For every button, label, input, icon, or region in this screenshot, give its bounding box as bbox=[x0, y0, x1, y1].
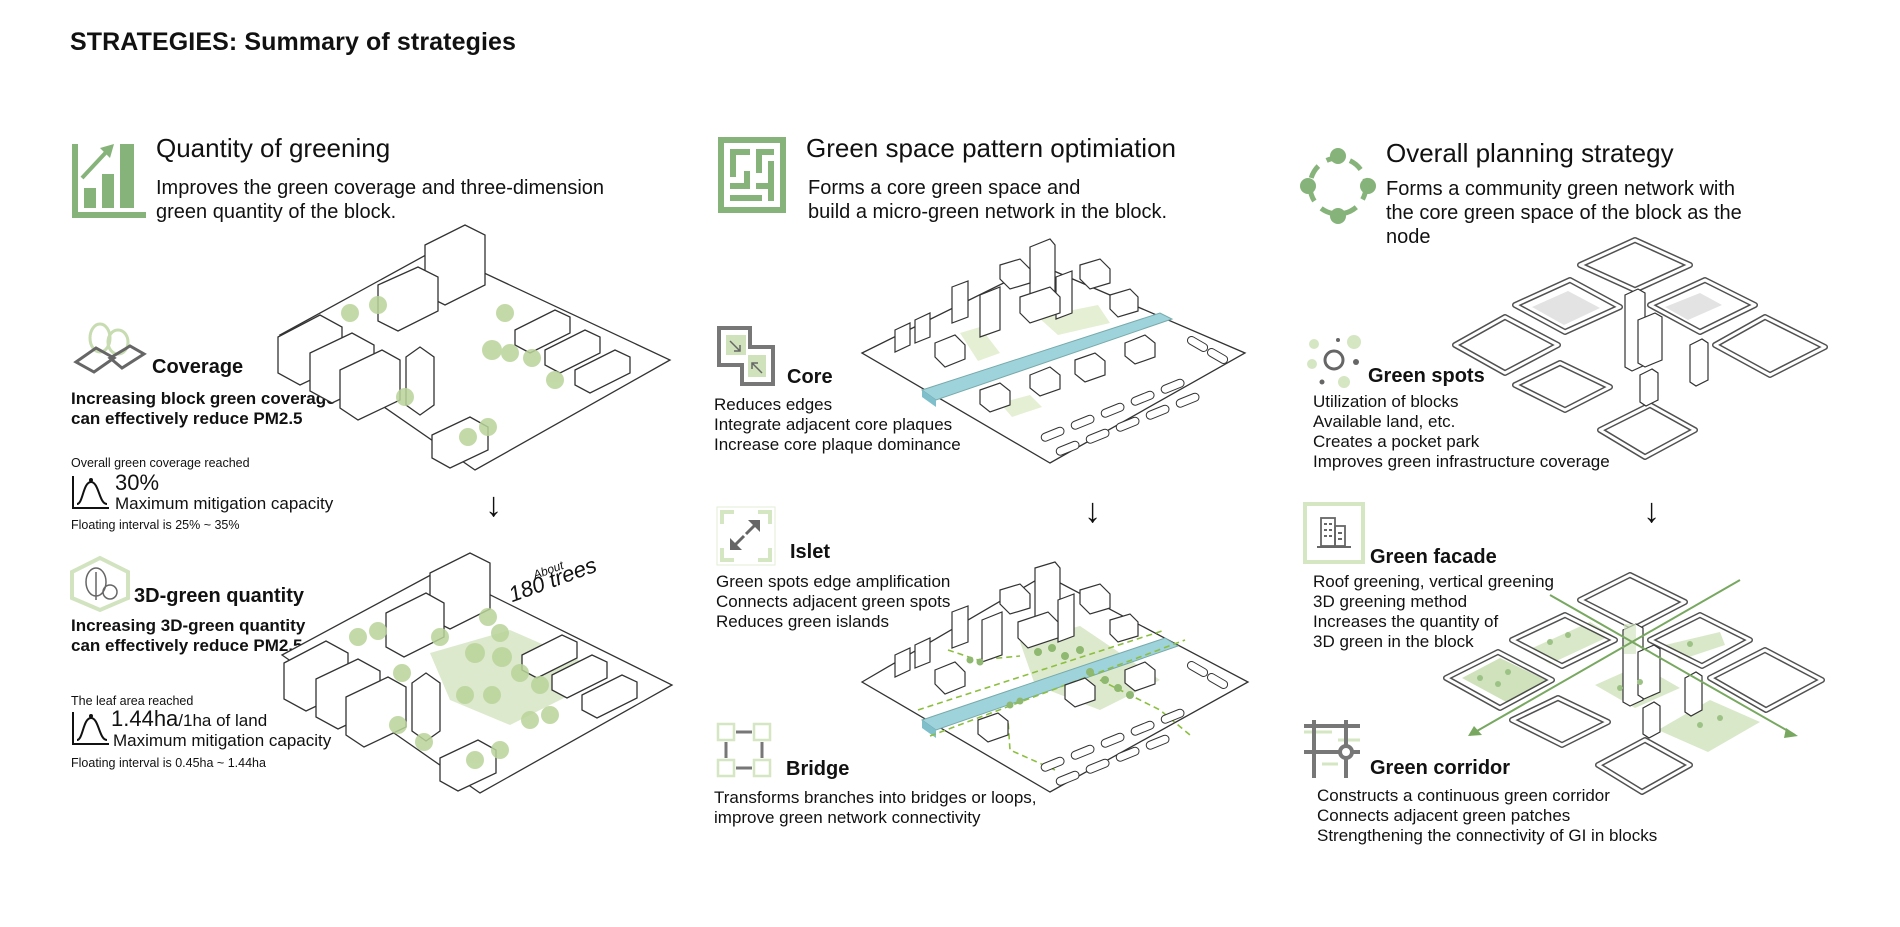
item-description: Transforms branches into bridges or loop… bbox=[714, 788, 1037, 828]
description-line: Roof greening, vertical greening bbox=[1313, 572, 1554, 591]
description-line: Transforms branches into bridges or loop… bbox=[714, 788, 1037, 807]
description-line: Integrate adjacent core plaques bbox=[714, 415, 953, 434]
section-title: Quantity of greening bbox=[156, 133, 391, 163]
expand-arrows-icon bbox=[716, 506, 776, 566]
loop-squares-icon bbox=[716, 722, 772, 778]
bell-curve-icon bbox=[72, 476, 109, 509]
item-title: Green corridor bbox=[1370, 757, 1511, 779]
bold-line: can effectively reduce PM2.5 bbox=[71, 636, 303, 655]
core-block-illustration bbox=[860, 238, 1247, 464]
metric-value: 1.44ha bbox=[111, 706, 179, 731]
item-title: Coverage bbox=[152, 356, 244, 378]
description-line: Green spots edge amplification bbox=[716, 572, 951, 591]
item-description: Roof greening, vertical greening 3D gree… bbox=[1313, 572, 1554, 652]
bold-line: can effectively reduce PM2.5 bbox=[71, 409, 303, 428]
description-line: build a micro-green network in the block… bbox=[808, 201, 1168, 223]
network-ring-icon bbox=[1300, 148, 1376, 224]
bold-line: Increasing 3D-green quantity bbox=[71, 616, 306, 635]
interval-text: Floating interval is 25% ~ 35% bbox=[71, 518, 240, 532]
item-bold-text: Increasing 3D-green quantity can effecti… bbox=[71, 616, 305, 656]
item-description: Green spots edge amplification Connects … bbox=[716, 572, 950, 632]
description-line: Strengthening the connectivity of GI in … bbox=[1317, 826, 1658, 845]
description-line: node bbox=[1386, 226, 1431, 248]
corridor-junction-icon bbox=[1304, 720, 1360, 778]
coverage-block-illustration bbox=[277, 224, 672, 471]
description-line: Forms a core green space and bbox=[808, 177, 1081, 199]
description-line: Increases the quantity of bbox=[1313, 612, 1499, 631]
trees-on-plots-icon bbox=[73, 322, 147, 374]
description-line: Increase core plaque dominance bbox=[714, 435, 961, 454]
description-line: green quantity of the block. bbox=[156, 201, 397, 223]
description-line: Forms a community green network with bbox=[1386, 178, 1736, 200]
item-title: Islet bbox=[790, 541, 831, 563]
interval-text: Floating interval is 0.45ha ~ 1.44ha bbox=[71, 756, 266, 770]
metric-value-group: 1.44ha/1ha of land bbox=[111, 706, 267, 732]
islet-bridge-block-illustration bbox=[860, 561, 1250, 793]
item-description: Constructs a continuous green corridor C… bbox=[1317, 786, 1657, 846]
facade-corridor-block-illustration bbox=[1443, 572, 1825, 795]
section-description: Improves the green coverage and three-di… bbox=[156, 176, 604, 224]
section-title: Green space pattern optimiation bbox=[806, 133, 1176, 163]
green-spots-block-illustration bbox=[1452, 237, 1828, 460]
description-line: Creates a pocket park bbox=[1313, 432, 1480, 451]
arrow-down-icon: ↓ bbox=[1643, 492, 1660, 530]
item-title: Core bbox=[787, 366, 833, 388]
description-line: Reduces edges bbox=[714, 395, 833, 414]
item-description: Reduces edges Integrate adjacent core pl… bbox=[714, 395, 961, 455]
description-line: Utilization of blocks bbox=[1313, 392, 1459, 411]
description-line: Constructs a continuous green corridor bbox=[1317, 786, 1610, 805]
description-line: Connects adjacent green spots bbox=[716, 592, 951, 611]
maze-icon bbox=[718, 137, 786, 213]
metric-label: Overall green coverage reached bbox=[71, 456, 250, 470]
metric-value: 30% bbox=[115, 470, 160, 495]
description-line: the core green space of the block as the bbox=[1386, 202, 1742, 224]
bell-curve-icon bbox=[72, 712, 109, 745]
description-line: 3D greening method bbox=[1313, 592, 1468, 611]
3d-trees-icon bbox=[70, 555, 130, 613]
bold-line: Increasing block green coverage bbox=[71, 389, 336, 408]
item-description: Utilization of blocks Available land, et… bbox=[1313, 392, 1610, 472]
metric-caption: Maximum mitigation capacity bbox=[113, 731, 332, 750]
description-line: Reduces green islands bbox=[716, 612, 889, 631]
section-title: Overall planning strategy bbox=[1386, 138, 1674, 168]
arrow-down-icon: ↓ bbox=[1084, 492, 1101, 530]
page-title: STRATEGIES: Summary of strategies bbox=[70, 28, 516, 56]
item-bold-text: Increasing block green coverage can effe… bbox=[71, 389, 336, 429]
arrow-down-icon: ↓ bbox=[485, 486, 502, 524]
bar-chart-growth-icon bbox=[72, 144, 146, 218]
description-line: improve green network connectivity bbox=[714, 808, 981, 827]
description-line: Available land, etc. bbox=[1313, 412, 1456, 431]
metric-unit: /1ha of land bbox=[178, 711, 268, 730]
description-line: 3D green in the block bbox=[1313, 632, 1474, 651]
section-description: Forms a core green space and build a mic… bbox=[808, 176, 1167, 224]
metric-caption: Maximum mitigation capacity bbox=[115, 494, 334, 513]
item-title: Green spots bbox=[1368, 365, 1485, 387]
description-line: Improves green infrastructure coverage bbox=[1313, 452, 1610, 471]
metric-label: The leaf area reached bbox=[71, 694, 194, 708]
building-facade-icon bbox=[1303, 502, 1365, 564]
item-title: Bridge bbox=[786, 758, 850, 780]
scattered-dots-icon bbox=[1307, 335, 1361, 388]
section-description: Forms a community green network with the… bbox=[1386, 177, 1742, 249]
3d-green-block-illustration bbox=[280, 552, 674, 794]
item-title: 3D-green quantity bbox=[134, 585, 305, 607]
description-line: Improves the green coverage and three-di… bbox=[156, 177, 605, 199]
item-title: Green facade bbox=[1370, 546, 1497, 568]
description-line: Connects adjacent green patches bbox=[1317, 806, 1571, 825]
core-merge-icon bbox=[717, 326, 775, 386]
